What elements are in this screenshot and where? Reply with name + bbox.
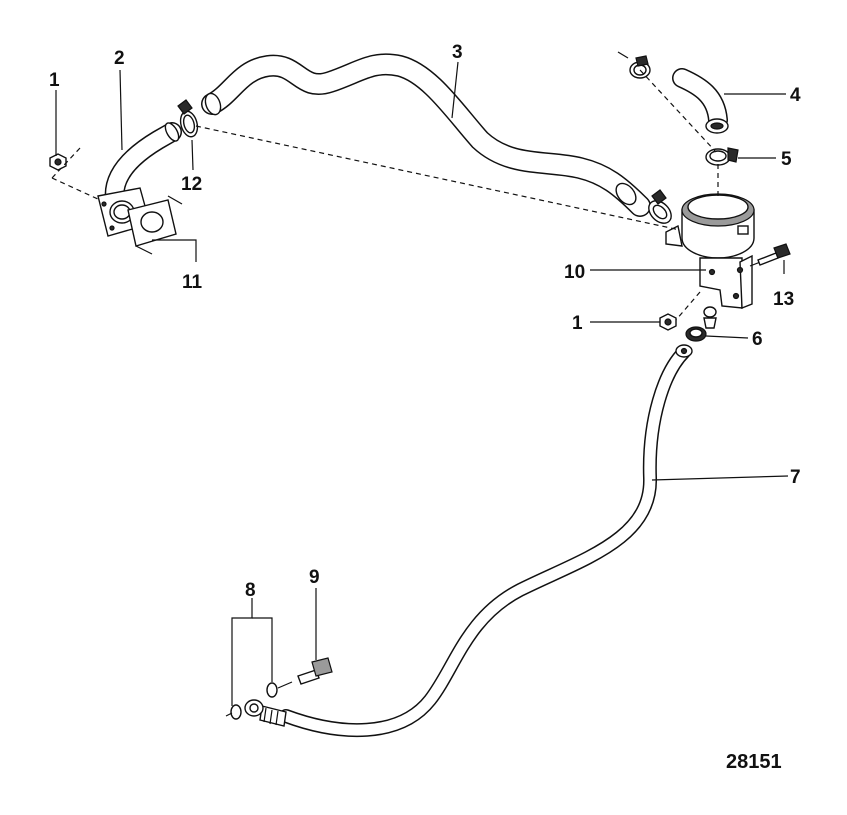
hose-3	[201, 53, 651, 217]
leader-lines	[55, 61, 789, 706]
clamp-5	[705, 147, 739, 166]
callout-3: 3	[452, 42, 463, 63]
figure-number: 28151	[726, 751, 782, 773]
bolt-13	[749, 243, 791, 267]
bracket-10	[699, 254, 753, 310]
nut-1-upper	[49, 153, 67, 171]
hose-4	[672, 68, 729, 134]
callout-1-lower: 1	[572, 313, 583, 334]
banjo-bolt-9	[297, 657, 333, 685]
clamp-hose-3-end	[648, 189, 672, 224]
callout-12: 12	[181, 174, 202, 195]
callout-10: 10	[564, 262, 585, 283]
callout-4: 4	[790, 85, 801, 106]
separator-canister	[665, 193, 755, 259]
callout-9: 9	[309, 567, 320, 588]
drain-line-7	[259, 344, 693, 738]
alignment-lines	[51, 69, 719, 321]
callout-7: 7	[790, 467, 801, 488]
callout-5: 5	[781, 149, 792, 170]
gasket-11	[127, 195, 183, 255]
clamp-6	[685, 306, 717, 342]
clamp-hose-4-top	[617, 51, 651, 79]
callout-1-upper: 1	[49, 70, 60, 91]
washers-8	[225, 681, 293, 720]
clamp-12	[177, 99, 199, 138]
callout-13: 13	[773, 289, 794, 310]
callout-11: 11	[182, 272, 203, 293]
callout-2: 2	[114, 48, 125, 69]
nut-1-lower	[659, 313, 677, 331]
callout-6: 6	[752, 329, 763, 350]
callout-8: 8	[245, 580, 256, 601]
